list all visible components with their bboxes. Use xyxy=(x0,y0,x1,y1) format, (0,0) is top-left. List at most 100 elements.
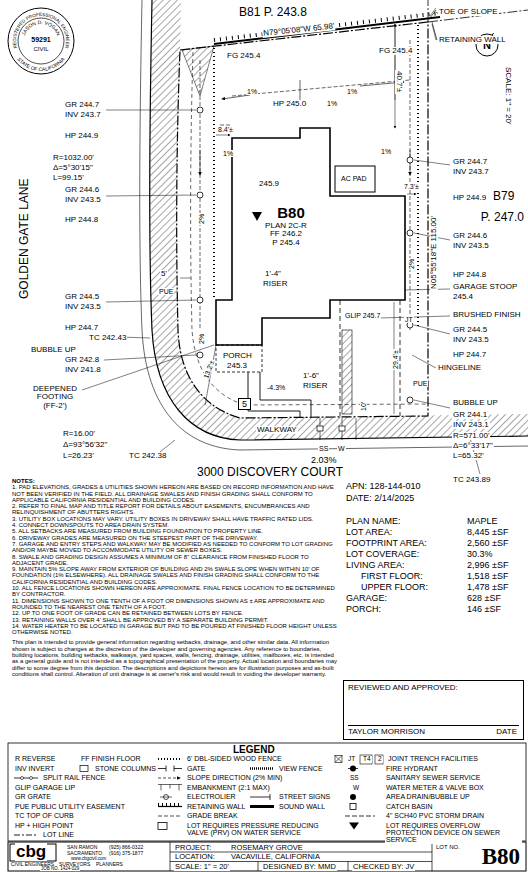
legend-text: PUE PUBLIC UTILITY EASEMENT xyxy=(14,803,126,810)
map-label: TC 243.89 xyxy=(452,476,491,484)
legend-text: GLIP GARAGE LIP xyxy=(14,784,76,791)
legend-sample xyxy=(158,816,182,817)
legend-text: SANITARY SEWER SERVICE xyxy=(385,774,481,781)
map-label: DEEPENED FOOTING (FF-2') xyxy=(28,385,82,410)
map-label: 2% xyxy=(408,258,415,270)
legend-text: CATCH BASIN xyxy=(385,803,434,810)
legend-text: HP + HIGH POINT xyxy=(14,822,74,829)
note-text: 11. DIMENSIONS SHOWN TO ONE TENTH OF A F… xyxy=(12,598,340,611)
map-label: DESIGNED BY: MMD xyxy=(262,863,337,871)
map-label: 13.2'± xyxy=(202,358,216,380)
legend-sample xyxy=(350,804,356,810)
map-label: RISER xyxy=(262,280,288,288)
legend-sample xyxy=(158,758,182,760)
map-label: 3000 DISCOVERY COURT xyxy=(196,466,344,479)
map-label: GR 244.1 xyxy=(452,411,488,419)
map-label: HP 244.9 xyxy=(452,194,487,202)
legend-text: GR GRATE xyxy=(14,793,52,800)
map-label: L=65.32' xyxy=(452,452,485,460)
legend-text: VIEW FENCE xyxy=(278,765,324,772)
legend-text: FIRE HYDRANT xyxy=(385,765,439,772)
legend-sample xyxy=(350,794,356,800)
legend-sample xyxy=(348,768,358,769)
legend-sample xyxy=(158,823,167,830)
legend-sample xyxy=(30,777,33,780)
map-label: (916) 375-1877 xyxy=(108,851,144,856)
legend-sample xyxy=(21,777,24,780)
node-text: 59291 xyxy=(6,36,76,44)
node-text: LOT NO. xyxy=(436,844,460,851)
table-label: PORCH: xyxy=(345,605,382,614)
legend-text: FF FINISH FLOOR xyxy=(80,755,142,762)
map-label: SCALE: 1" = 20' xyxy=(504,66,512,126)
table-label: PLAN NAME: xyxy=(345,517,402,526)
map-label: Δ=93°56'32" xyxy=(62,441,108,449)
legend-text: STONE COLUMNS xyxy=(94,765,157,772)
map-label: LOCATION: xyxy=(174,853,216,861)
map-label: HP 244.7 xyxy=(64,324,99,332)
legend-text: WATER METER & VALVE BOX xyxy=(385,784,485,791)
legend-text: JOINT TRENCH FACILITIES xyxy=(387,755,479,762)
map-label: PUE xyxy=(158,288,174,295)
map-label: WALKWAY xyxy=(256,426,298,434)
map-label: INV 241.8 xyxy=(64,366,102,374)
map-label: 5' xyxy=(160,270,168,278)
map-label: 2% xyxy=(198,213,205,225)
map-label: R=16.00' xyxy=(62,430,96,438)
legend-text: LOT REQUIRES PRESSURE REDUCING VALVE (PR… xyxy=(186,822,338,837)
stamp-text: JASON D. VOGAN xyxy=(20,19,62,37)
map-label: BUBBLE UP xyxy=(452,399,499,407)
map-label: 1% xyxy=(222,150,234,157)
map-label: GARAGE STOOP xyxy=(452,283,518,291)
svg-text:REGISTERED PROFESSIONAL ENGINE: REGISTERED PROFESSIONAL ENGINEER xyxy=(12,12,70,50)
map-label: 8.4'± xyxy=(217,126,234,133)
map-label: www.cbgcivil.com xyxy=(70,857,107,862)
map-label: SAN RAMON xyxy=(66,845,98,850)
map-label: 29.4'± xyxy=(392,349,399,370)
map-label: INV 243.5 xyxy=(452,242,490,250)
map-label: HP 244.9 xyxy=(64,132,99,140)
map-label: HP 244.8 xyxy=(452,271,487,279)
map-label: INV 243.7 xyxy=(452,168,490,176)
node-text: 5 xyxy=(239,399,250,409)
map-label: AC PAD xyxy=(340,175,368,182)
map-label: P. 247.0 xyxy=(480,211,525,224)
approval-box: REVIEWED AND APPROVED:TAYLOR MORRISONDAT… xyxy=(343,680,524,740)
map-label: 1'-6" xyxy=(302,372,320,380)
note-text: 14. WATER HEATER TO BE LOCATED IN GARAGE… xyxy=(12,623,340,636)
svg-text:JASON D. VOGAN: JASON D. VOGAN xyxy=(20,19,62,37)
site-linework xyxy=(8,0,528,872)
stamp-text: STATE OF CALIFORNIA xyxy=(16,55,66,72)
map-label: GR 244.6 xyxy=(64,186,100,194)
house-footprint: B80PLAN 2C-RFF 246.2P 245.4 xyxy=(254,205,318,261)
map-label: GOLDEN GATE LANE xyxy=(18,178,31,300)
node-text: B80 xyxy=(482,844,520,869)
legend-text: GRADE BREAK xyxy=(186,812,239,819)
map-label: HP 244.7 xyxy=(452,351,487,359)
legend-sample xyxy=(250,805,274,808)
map-label: GR 244.6 xyxy=(452,232,488,240)
signature-line xyxy=(348,725,519,726)
legend-text: LOT REQUIRES OVERFLOW PROTECTION DEVICE … xyxy=(385,822,522,844)
map-label: PORCH xyxy=(222,352,253,360)
map-label: HP 245.0 xyxy=(272,100,307,108)
map-label: JT xyxy=(404,316,414,323)
map-label: JOB NO. 1424-029 xyxy=(40,867,80,872)
legend-text: SPLIT RAIL FENCE xyxy=(42,774,106,781)
note-text: 7. GARAGE AND ENTRY STEPS AND WALKWAY MA… xyxy=(12,541,340,554)
legend-sample xyxy=(250,794,270,800)
map-label: TC 242.43 xyxy=(88,334,127,342)
legend-text: SLOPE DIRECTION (2% MIN) xyxy=(186,774,283,781)
legend-text: ELECTROLIER xyxy=(186,793,237,800)
table-label: LIVING AREA: xyxy=(345,561,406,570)
map-label: APN: 128-144-010 xyxy=(345,482,422,491)
table-label: FIRST FLOOR: xyxy=(360,572,424,581)
table-value: 146 ±SF xyxy=(466,605,502,614)
legend-sample xyxy=(250,767,274,770)
legend-sample xyxy=(158,806,182,807)
map-label: R=571.00' xyxy=(452,432,490,440)
map-label: JT xyxy=(347,756,356,763)
map-label: Δ=5°30'15" xyxy=(52,164,94,172)
map-label: -4.3% xyxy=(266,384,286,391)
